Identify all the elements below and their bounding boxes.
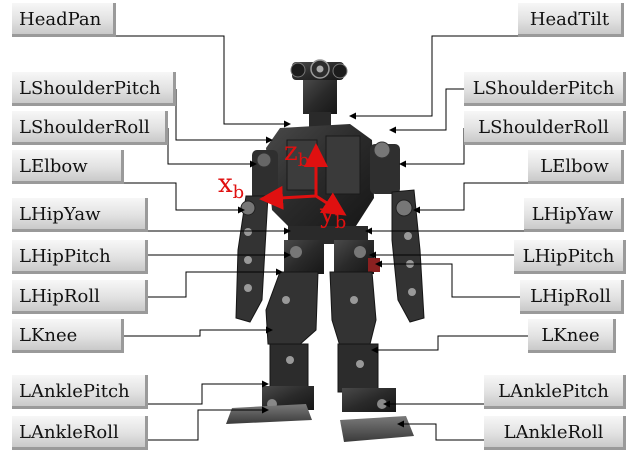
leader-l-ankle-pitch xyxy=(148,380,269,405)
leader-head-tilt xyxy=(349,35,518,120)
leader-l-shoulder-pitch xyxy=(175,89,273,144)
leader-head-pan xyxy=(114,35,291,128)
robot-leg-left xyxy=(226,271,319,424)
x-axis-label: xb xyxy=(218,169,244,203)
label-r-shoulder-pitch: LShoulderPitch xyxy=(464,72,626,106)
robot-illustration xyxy=(226,59,425,442)
label-r-ankle-pitch: LAnklePitch xyxy=(484,375,626,409)
body-frame-axes: zb xb yb xyxy=(218,137,347,233)
label-r-shoulder-roll: LShoulderRoll xyxy=(464,111,626,145)
label-l-hip-roll: LHipRoll xyxy=(12,280,148,314)
label-r-hip-yaw: LHipYaw xyxy=(524,198,624,232)
leader-l-shoulder-roll xyxy=(167,128,257,168)
label-r-knee: LKnee xyxy=(528,319,616,353)
label-r-hip-roll: LHipRoll xyxy=(520,280,624,314)
robot-arm-right xyxy=(391,189,425,323)
y-axis-arrow xyxy=(315,192,347,216)
leader-r-shoulder-pitch xyxy=(389,88,464,134)
robot-pelvis xyxy=(284,226,380,274)
leader-l-elbow xyxy=(124,182,245,214)
label-l-ankle-pitch: LAnklePitch xyxy=(12,375,148,409)
label-r-hip-pitch: LHipPitch xyxy=(514,240,626,274)
robot-head xyxy=(290,59,348,128)
label-l-hip-pitch: LHipPitch xyxy=(12,240,148,274)
leader-lines xyxy=(114,35,528,441)
leader-l-ankle-roll xyxy=(148,406,269,441)
label-l-hip-yaw: LHipYaw xyxy=(12,198,148,232)
leader-r-ankle-roll xyxy=(397,420,484,441)
label-l-elbow: LElbow xyxy=(12,150,124,184)
leader-l-knee xyxy=(124,326,273,337)
leader-r-knee xyxy=(371,335,528,354)
label-l-shoulder-roll: LShoulderRoll xyxy=(12,111,168,145)
label-head-tilt: HeadTilt xyxy=(518,3,624,37)
label-l-ankle-roll: LAnkleRoll xyxy=(12,416,148,450)
label-r-elbow: LElbow xyxy=(528,150,624,184)
x-axis-arrow xyxy=(259,185,317,210)
leader-r-hip-roll xyxy=(375,260,520,298)
label-l-knee: LKnee xyxy=(12,319,124,353)
label-head-pan: HeadPan xyxy=(12,3,116,37)
leader-l-hip-roll xyxy=(148,268,283,298)
y-axis-label: yb xyxy=(319,199,346,233)
leader-r-shoulder-roll xyxy=(399,128,465,168)
z-axis-label: zb xyxy=(284,137,309,171)
label-r-ankle-roll: LAnkleRoll xyxy=(484,416,626,450)
leader-r-elbow xyxy=(413,182,528,214)
robot-arm-left xyxy=(235,195,269,323)
label-l-shoulder-pitch: LShoulderPitch xyxy=(12,72,176,106)
